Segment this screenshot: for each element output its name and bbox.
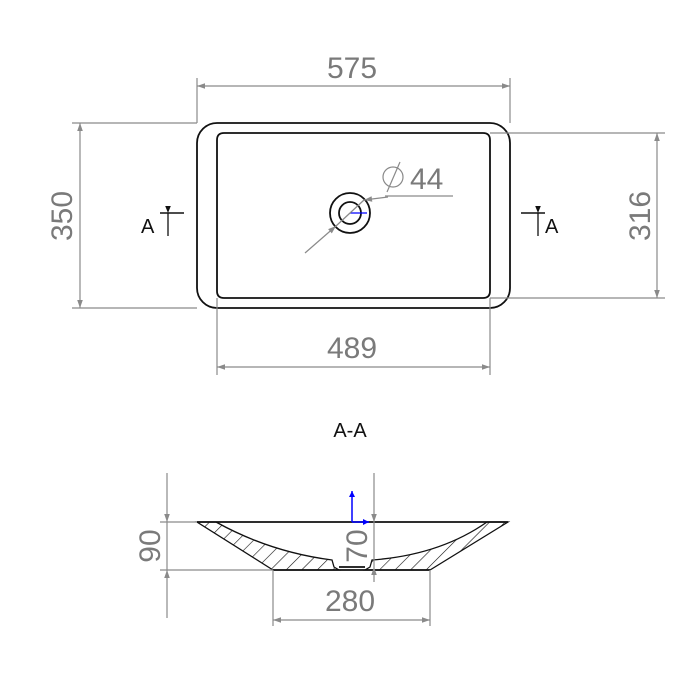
dimension-overall-height: 90 — [134, 529, 167, 562]
basin-inner-outline — [216, 132, 491, 299]
dimension-inner-width: 489 — [327, 332, 377, 365]
section-hatch-right — [362, 521, 511, 571]
svg-text:⌀: ⌀ — [0, 0, 1, 1]
dimension-inner-depth-section: 70 — [341, 529, 374, 562]
diameter-symbol: ⌀ — [0, 0, 404, 193]
diameter-leader — [304, 225, 337, 254]
top-view: 575 350 316 489 ⌀ 44 A — [0, 0, 665, 375]
section-marker-right: A — [521, 206, 559, 238]
dimension-overall-width: 575 — [327, 52, 377, 85]
dimension-drain-diameter: 44 — [410, 163, 443, 196]
svg-text:A: A — [141, 216, 155, 238]
dimension-overall-depth: 350 — [46, 191, 79, 241]
section-view: 90 70 280 — [134, 473, 511, 626]
section-hatch-left — [194, 521, 342, 571]
section-title: A-A — [333, 420, 367, 442]
basin-outer-outline — [196, 122, 511, 309]
svg-text:A: A — [545, 216, 559, 238]
dimension-inner-depth: 316 — [624, 191, 657, 241]
drain-outer-circle — [329, 192, 371, 234]
dimension-base-width: 280 — [325, 585, 375, 618]
section-marker-left: A — [141, 206, 184, 238]
